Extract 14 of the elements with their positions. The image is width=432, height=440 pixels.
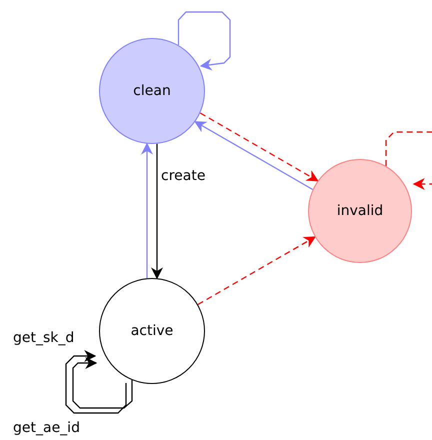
arrow <box>385 131 432 190</box>
arrow <box>141 142 153 278</box>
state-label: active <box>130 322 174 340</box>
arrow <box>178 11 231 71</box>
arrow <box>65 350 127 414</box>
arrow <box>151 144 163 280</box>
state-label: invalid <box>336 202 384 220</box>
arrow <box>194 121 313 190</box>
edge-label: get_sk_d <box>12 330 76 348</box>
arrow <box>200 112 319 182</box>
arrow <box>198 236 316 306</box>
arrow <box>72 357 133 409</box>
state-label: clean <box>133 82 171 100</box>
edge-label: get_ae_id <box>12 420 81 438</box>
